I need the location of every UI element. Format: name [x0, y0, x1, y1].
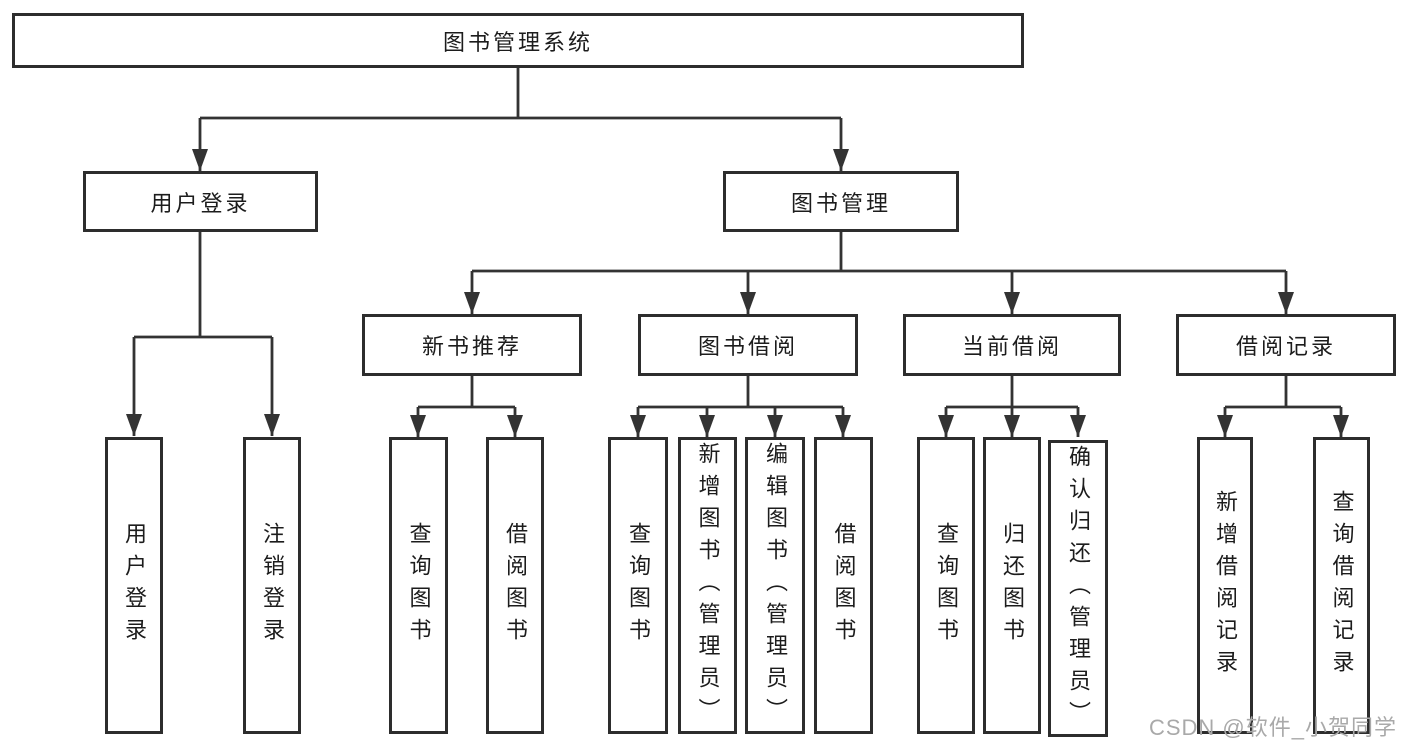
- leaf-edit-books-admin: 编辑图书（管理员）: [745, 437, 805, 734]
- node-book-management: 图书管理: [723, 171, 959, 232]
- leaf-query-borrow-record-label: 查询借阅记录: [1329, 489, 1355, 682]
- leaf-edit-books-admin-label: 编辑图书（管理员）: [763, 441, 788, 730]
- node-book-management-label: 图书管理: [790, 190, 891, 216]
- node-new-book-recommendation: 新书推荐: [362, 314, 582, 376]
- leaf-user-login-label: 用户登录: [122, 521, 147, 650]
- leaf-borrow-books-recommend: 借阅图书: [486, 437, 544, 734]
- leaf-logout: 注销登录: [243, 437, 301, 734]
- leaf-confirm-return-admin-label: 确认归还（管理员）: [1066, 444, 1091, 733]
- leaf-query-borrow-record: 查询借阅记录: [1313, 437, 1370, 734]
- leaf-logout-label: 注销登录: [260, 521, 285, 650]
- leaf-query-books-current: 查询图书: [917, 437, 975, 734]
- leaf-return-books-label: 归还图书: [1000, 521, 1025, 650]
- leaf-user-login: 用户登录: [105, 437, 163, 734]
- leaf-add-books-admin-label: 新增图书（管理员）: [695, 441, 721, 730]
- leaf-add-books-admin: 新增图书（管理员）: [678, 437, 737, 734]
- leaf-query-books-borrowing: 查询图书: [608, 437, 668, 734]
- node-borrowing-records-label: 借阅记录: [1235, 334, 1336, 359]
- node-root-system-label: 图书管理系统: [442, 29, 593, 55]
- node-current-borrowing-label: 当前借阅: [961, 334, 1062, 359]
- leaf-query-books-recommend-label: 查询图书: [406, 521, 432, 650]
- node-user-login-label: 用户登录: [150, 190, 251, 216]
- leaf-query-books-current-label: 查询图书: [934, 521, 959, 650]
- csdn-watermark: CSDN @软件_小贺同学: [1148, 715, 1397, 740]
- leaf-add-borrow-record: 新增借阅记录: [1197, 437, 1253, 734]
- node-current-borrowing: 当前借阅: [903, 314, 1121, 376]
- leaf-borrow-books-recommend-label: 借阅图书: [503, 521, 528, 650]
- leaf-query-books-recommend: 查询图书: [389, 437, 448, 734]
- leaf-borrow-books: 借阅图书: [814, 437, 873, 734]
- leaf-borrow-books-label: 借阅图书: [831, 521, 857, 650]
- node-user-login: 用户登录: [83, 171, 318, 232]
- node-new-book-recommendation-label: 新书推荐: [421, 334, 522, 359]
- leaf-query-books-borrowing-label: 查询图书: [626, 521, 651, 650]
- leaf-return-books: 归还图书: [983, 437, 1041, 734]
- node-borrowing-records: 借阅记录: [1176, 314, 1396, 376]
- leaf-add-borrow-record-label: 新增借阅记录: [1213, 489, 1238, 682]
- node-root-system: 图书管理系统: [12, 13, 1024, 68]
- node-book-borrowing: 图书借阅: [638, 314, 858, 376]
- node-book-borrowing-label: 图书借阅: [697, 334, 798, 359]
- leaf-confirm-return-admin: 确认归还（管理员）: [1048, 440, 1108, 737]
